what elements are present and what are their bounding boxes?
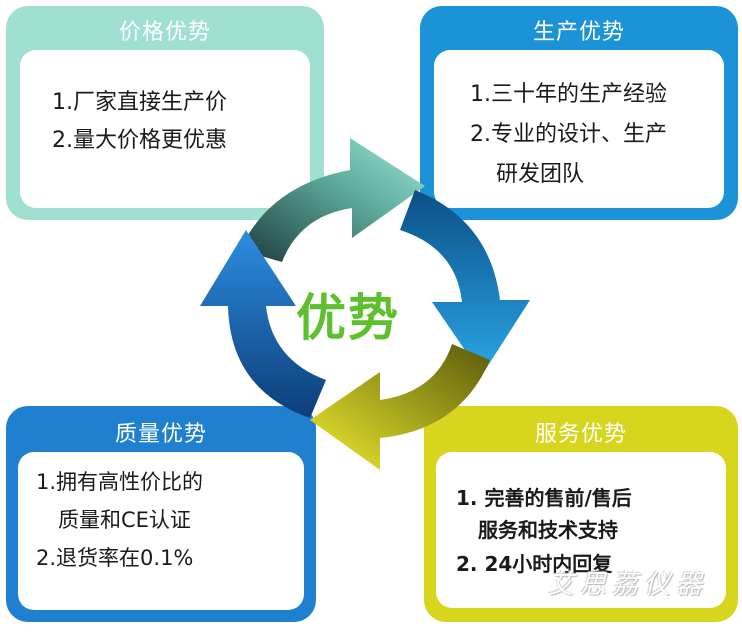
quality-advantage-title: 质量优势 [114,422,207,447]
quality-line-3: 2.退货率在0.1% [36,546,194,570]
production-line-2: 2.专业的设计、生产 [470,122,667,147]
arrow-top [240,138,425,262]
production-line-3: 研发团队 [496,162,585,187]
quality-advantage-panel: 质量优势 1.拥有高性价比的 质量和CE认证 2.退货率在0.1% [6,406,316,622]
service-line-3: 2. 24小时内回复 [456,552,613,576]
arrow-bottom [310,344,490,470]
service-line-1: 1. 完善的售前/售后 [456,486,632,510]
production-advantage-panel: 生产优势 1.三十年的生产经验 2.专业的设计、生产 研发团队 [420,6,738,220]
center-label: 优势 [296,289,400,347]
production-advantage-title: 生产优势 [532,20,625,45]
arrow-left [200,230,326,418]
watermark: 艾思荔仪器 [548,570,709,600]
price-line-2: 2.量大价格更优惠 [52,128,227,153]
cycle-arrows-icon [200,138,530,470]
arrow-right [400,190,530,375]
price-advantage-title: 价格优势 [118,20,211,45]
service-line-2: 服务和技术支持 [478,518,618,542]
price-advantage-body: 1.厂家直接生产价 2.量大价格更优惠 [20,50,310,208]
quality-advantage-body: 1.拥有高性价比的 质量和CE认证 2.退货率在0.1% [18,452,304,610]
price-line-1: 1.厂家直接生产价 [52,90,227,115]
service-advantage-panel: 服务优势 1. 完善的售前/售后 服务和技术支持 2. 24小时内回复 [424,406,738,622]
quality-line-2: 质量和CE认证 [58,508,191,532]
service-advantage-title: 服务优势 [534,422,627,447]
production-line-1: 1.三十年的生产经验 [470,82,667,107]
price-advantage-panel: 价格优势 1.厂家直接生产价 2.量大价格更优惠 [6,6,324,220]
quality-line-1: 1.拥有高性价比的 [36,470,204,494]
production-advantage-body: 1.三十年的生产经验 2.专业的设计、生产 研发团队 [434,50,724,208]
service-advantage-body: 1. 完善的售前/售后 服务和技术支持 2. 24小时内回复 [436,452,726,608]
